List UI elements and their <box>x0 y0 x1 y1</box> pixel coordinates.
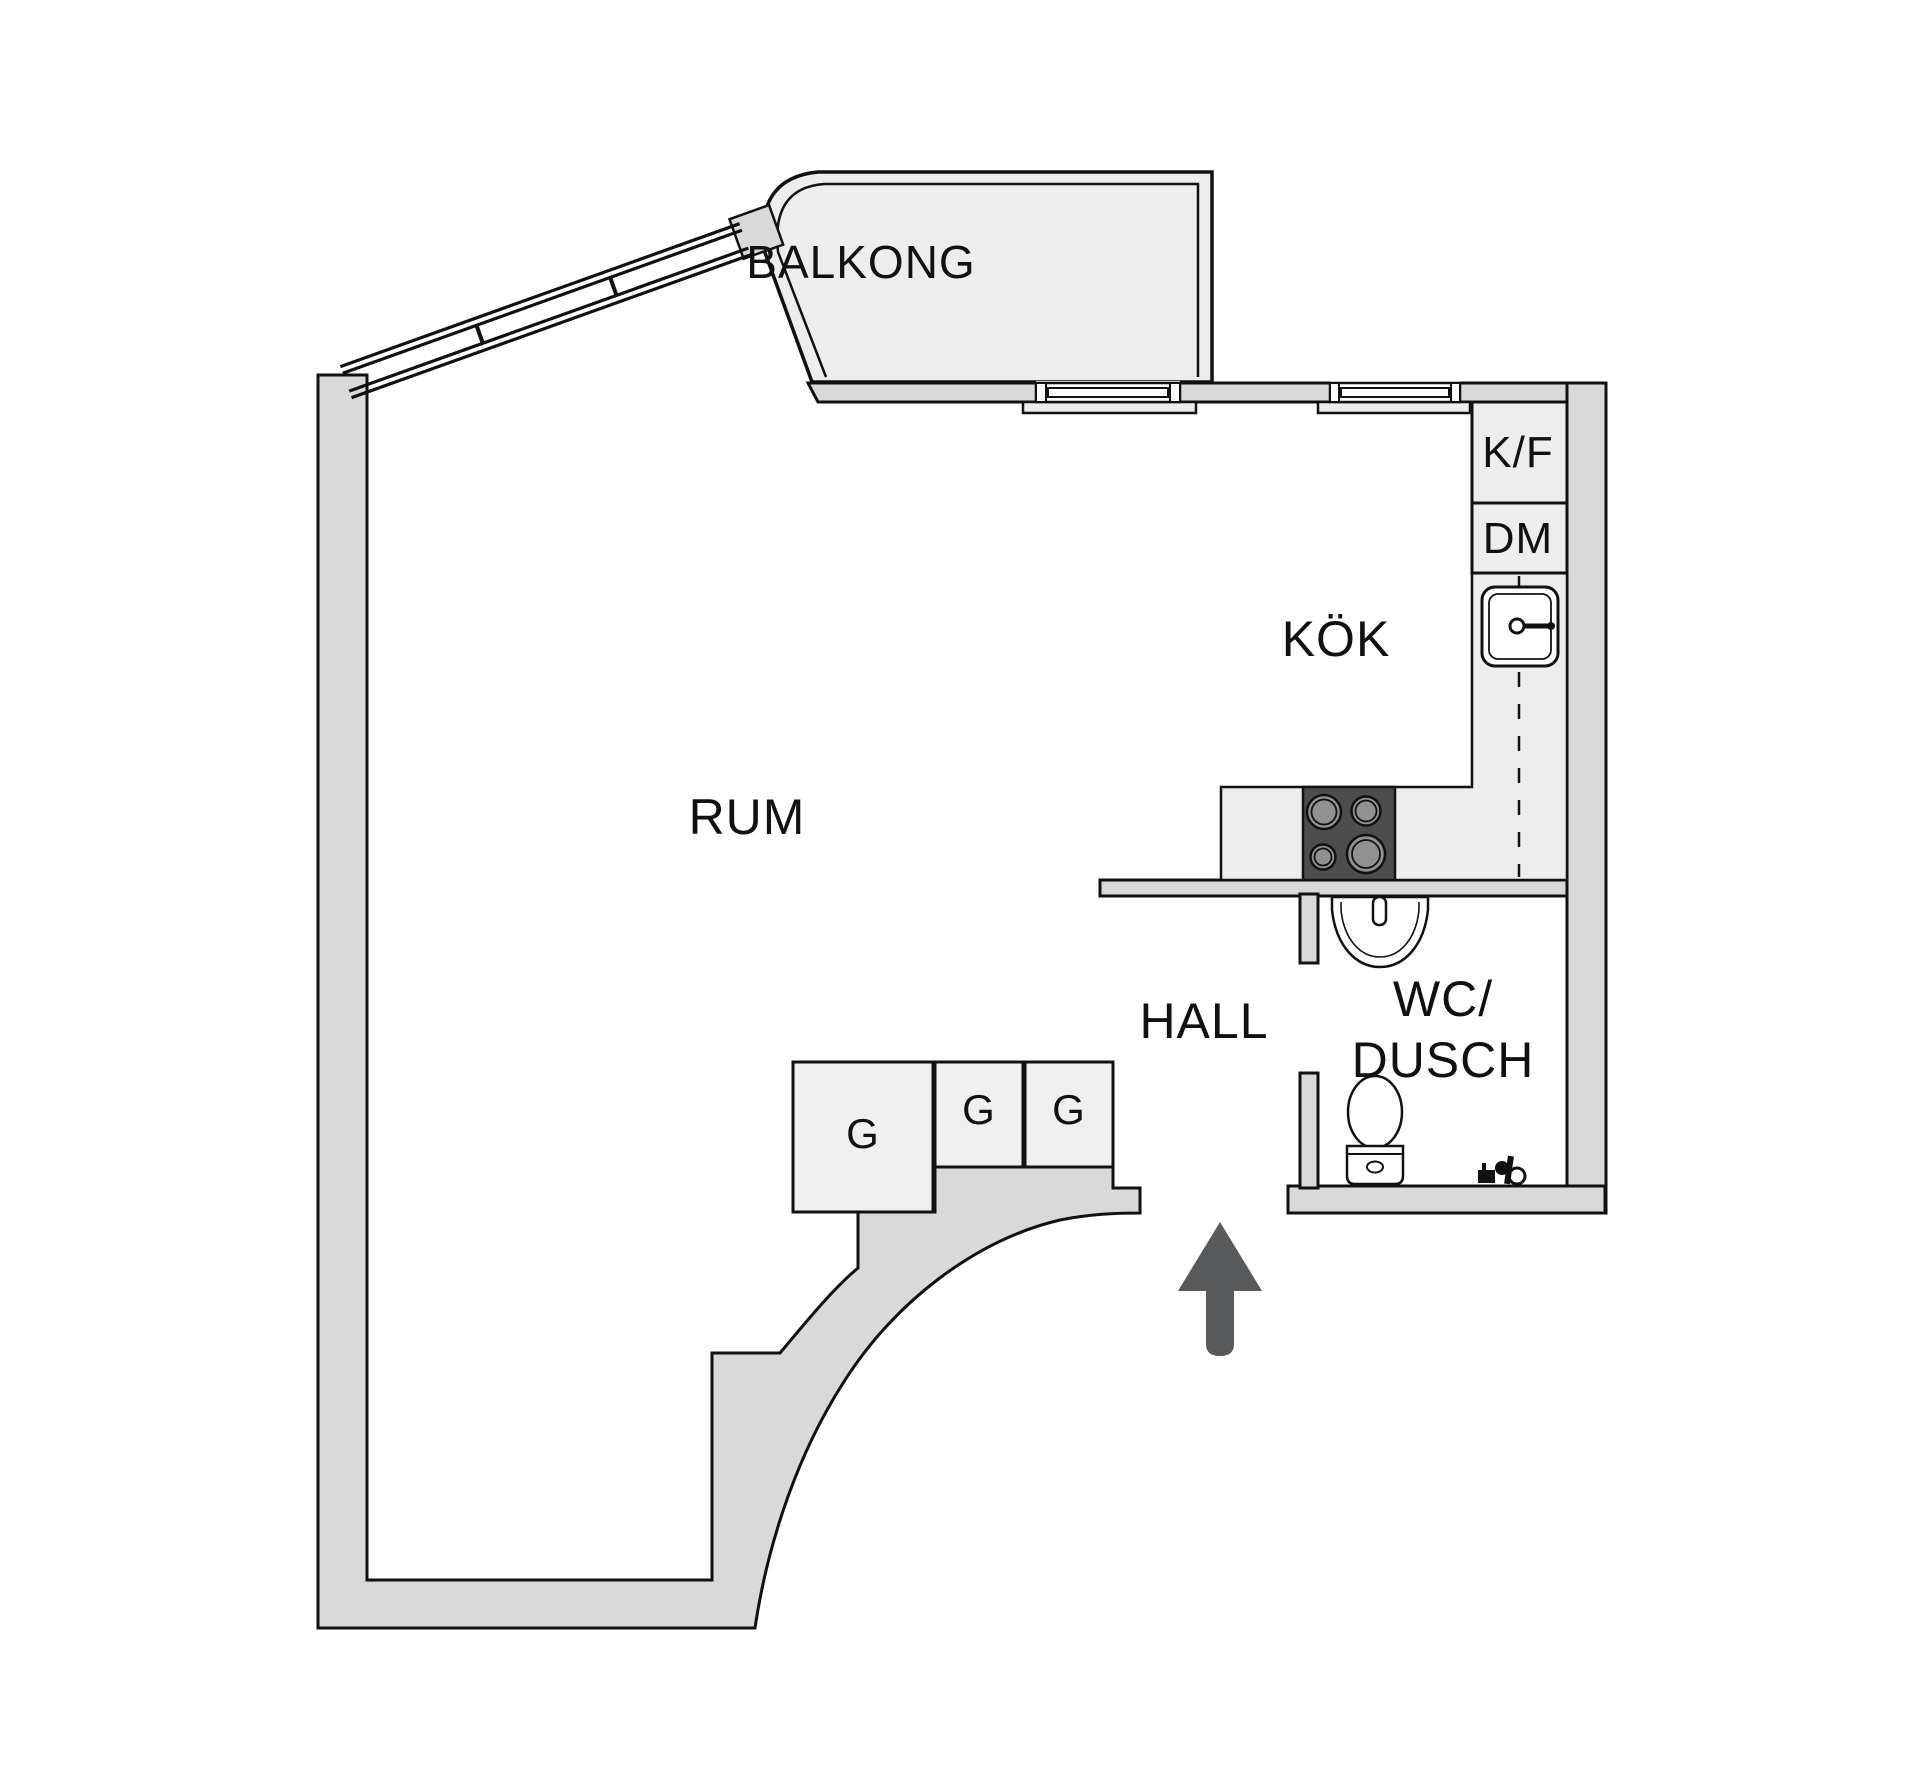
balcony-label: BALKONG <box>746 236 975 288</box>
wardrobe-boxes <box>791 1060 1115 1214</box>
stove-icon <box>1301 785 1397 882</box>
wardrobe-label: G <box>846 1110 880 1157</box>
wc-dusch-label-line1: WC/ <box>1393 971 1493 1027</box>
wall-wc-bottom <box>1286 1184 1607 1215</box>
fridge-freezer-label: K/F <box>1482 428 1553 477</box>
kitchen-counter <box>1219 400 1569 882</box>
dishwasher-box <box>1470 501 1569 575</box>
sink-icon <box>1480 585 1560 668</box>
toilet-icon <box>1345 1074 1405 1186</box>
wall-top <box>805 381 1608 404</box>
wall-left-bottom-curve <box>316 373 1142 1630</box>
wall-wc-left-upper-stub <box>1298 892 1320 965</box>
wall-wc-left-lower-stub <box>1298 1071 1320 1190</box>
kitchen-label: KÖK <box>1282 611 1391 667</box>
kitchen-window-icon <box>1316 381 1472 415</box>
washbasin-icon <box>1330 895 1430 969</box>
wall-kitchen-hall-divider <box>1098 878 1569 898</box>
wall-right <box>1565 381 1608 1215</box>
wardrobe-label: G <box>1052 1086 1086 1133</box>
wc-dusch-label-line2: DUSCH <box>1352 1032 1535 1088</box>
shower-mixer-icon <box>1478 1155 1527 1186</box>
entry-arrow-icon <box>1178 1222 1262 1356</box>
balcony-door-icon <box>1021 381 1198 415</box>
hall-label: HALL <box>1139 993 1268 1049</box>
wardrobe-box <box>791 1060 935 1214</box>
dishwasher-label: DM <box>1483 514 1553 563</box>
wardrobe-box <box>933 1060 1025 1169</box>
wardrobe-label: G <box>962 1086 996 1133</box>
wardrobe-box <box>1023 1060 1115 1169</box>
main-room-label: RUM <box>689 789 806 845</box>
fridge-freezer-box <box>1470 400 1569 505</box>
slanted-window-icon <box>339 203 785 400</box>
